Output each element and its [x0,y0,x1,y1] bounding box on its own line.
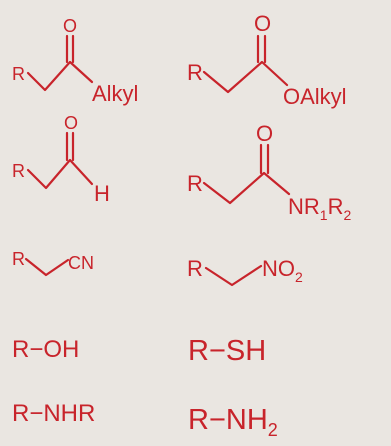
nitro-no-text: NO [262,256,295,281]
amide-structure: R O NR1R2 [187,121,351,223]
ester-r-label: R [187,60,203,85]
nitro-r-label: R [187,256,203,281]
nitrile-chain-bond [24,257,70,277]
aldehyde-structure: R O H [12,113,110,206]
amide-o-label: O [256,121,273,146]
primary-amine-text: R−NH [188,404,268,436]
nitrile-cn-label: CN [68,253,94,273]
amide-subscript-2: 2 [343,207,351,223]
aldehyde-o-label: O [64,113,78,133]
nitro-chain-bond [204,264,263,287]
nitrile-r-label: R [12,249,25,269]
aldehyde-chain-bond [26,158,94,190]
thiol-label: R−SH [188,335,266,367]
ketone-structure: R O Alkyl [12,16,138,106]
ester-chain-bond [202,60,289,94]
aldehyde-r-label: R [12,161,25,181]
nitro-no2-label: NO2 [262,256,303,285]
primary-amine-label: R−NH2 [188,404,278,440]
amide-subscript-1: 1 [320,207,328,223]
ester-structure: R O OAlkyl [187,11,347,109]
alcohol-label: R−OH [12,336,79,363]
amide-r-label: R [187,171,203,196]
nitrile-structure: R CN [12,249,94,277]
amide-chain-bond [202,171,291,205]
ketone-alkyl-label: Alkyl [92,81,138,106]
primary-amine-subscript-2: 2 [268,420,278,440]
amide-r2-text: R [328,194,344,219]
ester-oalkyl-label: OAlkyl [283,84,347,109]
ketone-r-label: R [12,64,25,84]
amide-nr1r2-label: NR1R2 [288,194,351,223]
ketone-o-label: O [63,16,77,36]
ketone-chain-bond [26,60,94,92]
secondary-amine-label: R−NHR [12,400,95,427]
amide-nr-text: NR [288,194,320,219]
nitro-subscript-2: 2 [295,269,303,285]
aldehyde-h-label: H [94,181,110,206]
ester-o-label: O [254,11,271,36]
nitro-structure: R NO2 [187,256,303,287]
